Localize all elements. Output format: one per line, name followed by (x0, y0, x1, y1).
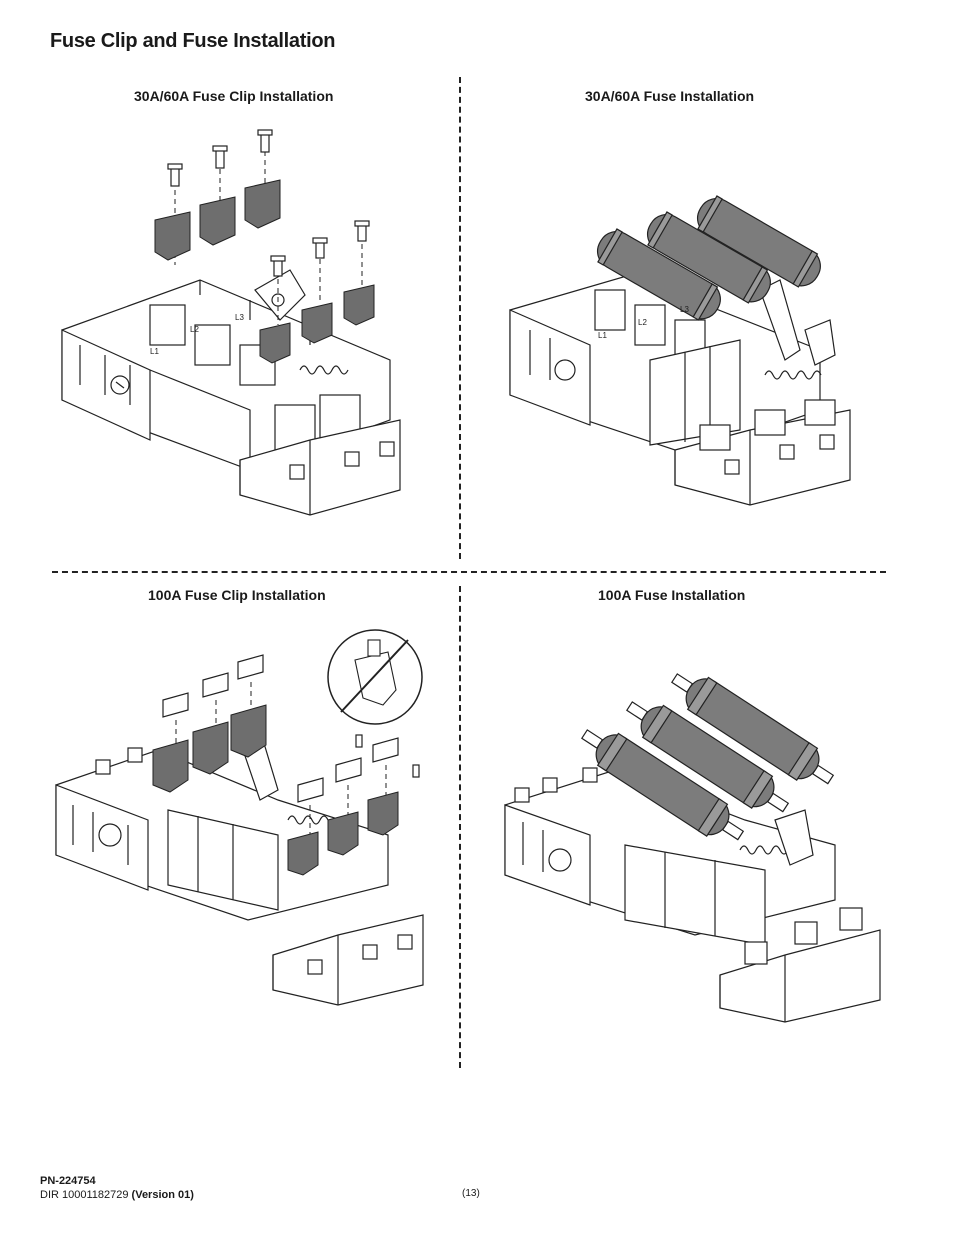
figure-30a-fuse-installation: L1 L2 L3 (509, 195, 851, 506)
panel-title-100a-fuse: 100A Fuse Installation (598, 587, 746, 603)
page-title: Fuse Clip and Fuse Installation (50, 30, 336, 52)
figure-30a-clip-installation: L1 L2 L3 (61, 129, 401, 516)
vertical-divider-top (459, 77, 461, 559)
panel-title-30a-clip: 30A/60A Fuse Clip Installation (134, 88, 334, 104)
label-l2: L2 (638, 318, 647, 327)
label-l3: L3 (235, 313, 244, 322)
label-l1: L1 (598, 331, 607, 340)
document-id: DIR 10001182729 (Version 01) (40, 1189, 194, 1201)
page-number: (13) (462, 1188, 480, 1199)
figure-100a-clip-installation (55, 629, 424, 1006)
label-l1: L1 (150, 347, 159, 356)
panel-title-100a-clip: 100A Fuse Clip Installation (148, 587, 326, 603)
panel-title-30a-fuse: 30A/60A Fuse Installation (585, 88, 755, 104)
figure-100a-fuse-installation (504, 673, 881, 1023)
vertical-divider-bottom (459, 586, 461, 1068)
label-l3: L3 (680, 305, 689, 314)
document-id-number: DIR 10001182729 (40, 1189, 132, 1201)
horizontal-divider (52, 571, 886, 573)
part-number: PN-224754 (40, 1175, 96, 1187)
label-l2: L2 (190, 325, 199, 334)
document-version: (Version 01) (131, 1189, 194, 1201)
prohibited-clip-inset (327, 629, 423, 725)
